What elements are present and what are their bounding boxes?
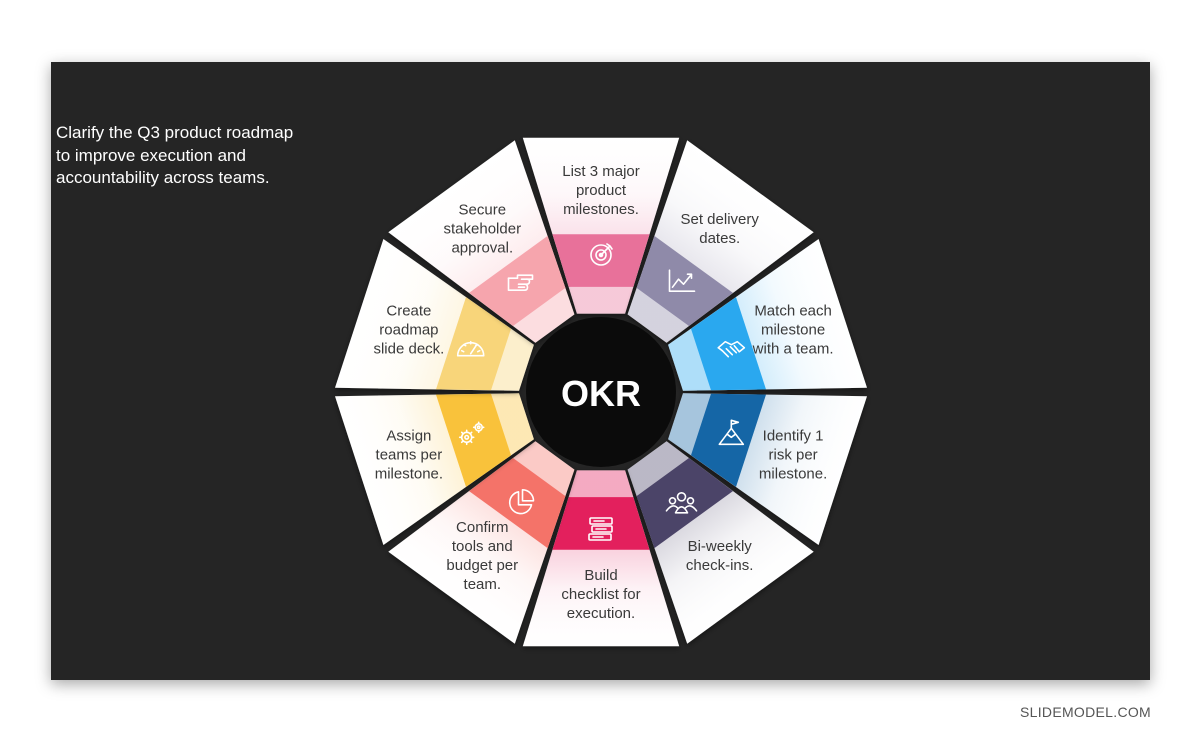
segment-label: Create roadmap slide deck.	[373, 303, 444, 358]
segment-label: Build checklist for execution.	[561, 567, 640, 622]
segment-label-line: Confirm	[456, 519, 509, 536]
segment-label: Identify 1 risk per milestone.	[759, 427, 827, 482]
segment-10: Secure stakeholder approval.	[388, 140, 575, 343]
pointing-hand-icon	[507, 274, 534, 292]
segment-label-line: Identify 1	[763, 427, 824, 444]
objective-text: Clarify the Q3 product roadmap to improv…	[56, 123, 294, 187]
segment-label-line: teams per	[376, 446, 443, 463]
segment-tint	[522, 470, 680, 647]
segment-label: Secure stakeholder approval.	[444, 202, 522, 257]
center-label: OKR	[561, 373, 641, 414]
segment-4: Identify 1 risk per milestone.	[668, 393, 867, 545]
segment-label-line: List 3 major	[562, 163, 640, 180]
segment-label-line: milestone.	[375, 465, 443, 482]
segment-color-band	[436, 393, 511, 487]
segment-label-line: tools and	[452, 538, 513, 555]
segment-label: Assign teams per milestone.	[375, 427, 443, 482]
center-circle	[526, 317, 676, 467]
segment-1: List 3 major product milestones.	[522, 137, 680, 314]
segment-color-band	[469, 458, 566, 549]
segment-2: Set delivery dates.	[627, 140, 814, 343]
segment-label: Set delivery dates.	[681, 211, 760, 247]
segment-label-line: approval.	[451, 240, 513, 257]
segment-label-line: budget per	[446, 557, 518, 574]
segment-9: Create roadmap slide deck.	[335, 239, 534, 391]
segment-6: Build checklist for execution.	[522, 470, 680, 647]
segment-label-line: Set delivery	[681, 211, 760, 228]
segment-label-line: stakeholder	[444, 221, 522, 238]
segment-3: Match each milestone with a team.	[668, 239, 867, 391]
segment-label-line: Bi-weekly	[688, 538, 753, 555]
segment-label: Bi-weekly check-ins.	[686, 538, 754, 574]
segment-label-line: milestone	[761, 322, 825, 339]
segment-label-line: product	[576, 182, 627, 199]
segment-label-line: Assign	[386, 427, 431, 444]
books-icon	[588, 517, 613, 541]
segment-label-line: execution.	[567, 605, 635, 622]
segment-label: List 3 major product milestones.	[562, 163, 640, 218]
segment-label-line: risk per	[769, 446, 818, 463]
segment-label-line: with a team.	[752, 341, 834, 358]
watermark: SLIDEMODEL.COM	[1020, 704, 1151, 720]
mountain-flag-icon	[718, 419, 745, 446]
segment-8: Assign teams per milestone.	[335, 393, 534, 545]
pie-chart-icon	[508, 488, 535, 515]
segment-color-band	[691, 393, 766, 487]
line-chart-icon	[668, 269, 696, 293]
segment-label-line: milestone.	[759, 465, 827, 482]
segment-label-line: Match each	[754, 303, 832, 320]
segment-label-line: checklist for	[561, 586, 640, 603]
segment-label-line: team.	[464, 576, 502, 593]
segment-label-line: milestones.	[563, 201, 639, 218]
segment-label-line: roadmap	[379, 322, 438, 339]
team-icon	[665, 491, 698, 514]
segment-color-band	[469, 235, 566, 326]
segment-tint	[522, 137, 680, 314]
segment-label: Match each milestone with a team.	[752, 303, 834, 358]
segment-label-line: check-ins.	[686, 557, 754, 574]
segment-7: Confirm tools and budget per team.	[388, 441, 575, 644]
gears-icon	[458, 421, 485, 446]
segment-label-line: slide deck.	[373, 341, 444, 358]
segment-color-band	[636, 458, 733, 549]
segment-5: Bi-weekly check-ins.	[627, 441, 814, 644]
target-icon	[590, 243, 613, 266]
segment-label-line: dates.	[699, 230, 740, 247]
segment-label-line: Create	[386, 303, 431, 320]
segment-label-line: Build	[584, 567, 617, 584]
handshake-icon	[717, 340, 746, 358]
segment-label: Confirm tools and budget per team.	[446, 519, 518, 593]
segment-color-band	[636, 235, 733, 326]
segment-label-line: Secure	[459, 202, 507, 219]
gauge-icon	[456, 340, 485, 357]
